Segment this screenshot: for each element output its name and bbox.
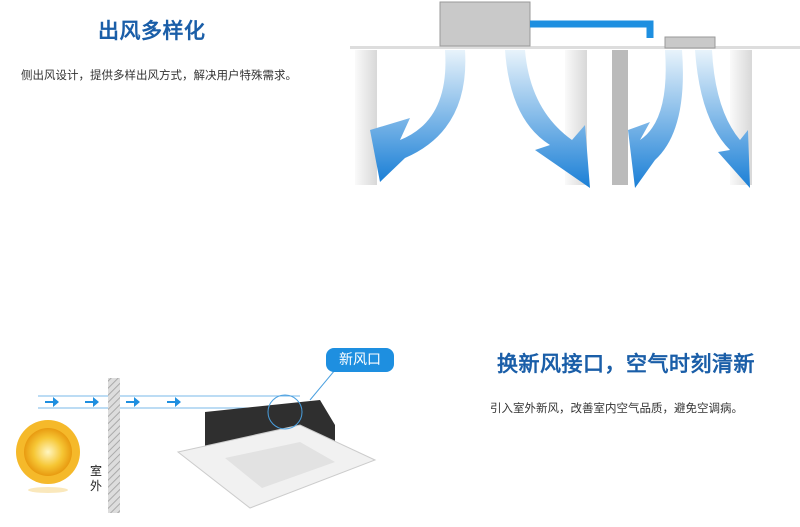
section1-description: 侧出风设计，提供多样出风方式，解决用户特殊需求。 — [21, 68, 297, 82]
section1-title: 出风多样化 — [98, 19, 206, 43]
section2-description: 引入室外新风，改善室内空气品质，避免空调病。 — [490, 401, 743, 415]
sun-icon — [16, 420, 80, 493]
airflow-arrow-icon — [370, 50, 750, 188]
outdoor-label: 室外 — [90, 464, 103, 493]
fresh-air-inlet-callout: 新风口 — [339, 352, 381, 368]
air-outlet-illustration — [350, 1, 800, 188]
fresh-air-illustration — [16, 348, 394, 513]
section2-title: 换新风接口，空气时刻清新 — [497, 352, 755, 376]
arrow-icon — [45, 397, 181, 407]
